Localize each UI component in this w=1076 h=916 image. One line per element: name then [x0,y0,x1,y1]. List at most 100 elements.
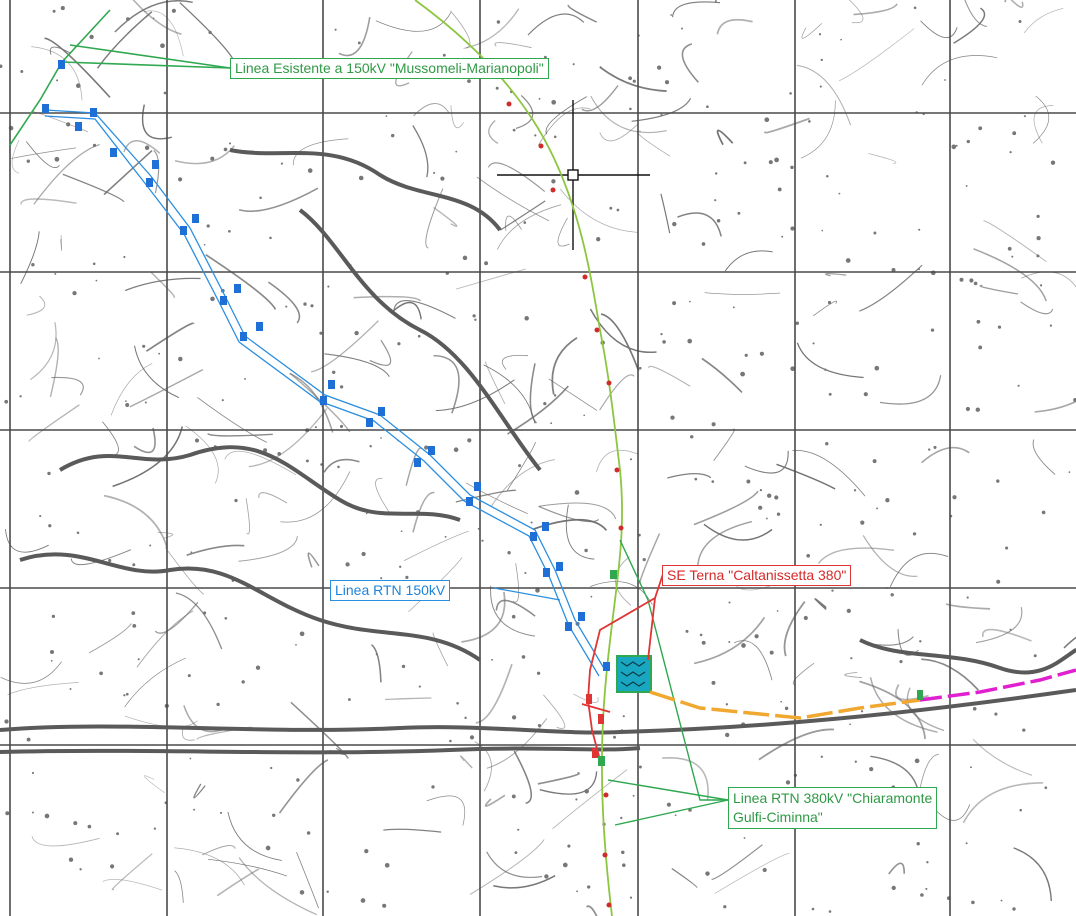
contour-line [979,284,1019,295]
contour-line [964,0,988,27]
vegetation-dot [307,168,313,173]
vegetation-dot [854,760,857,763]
crosshair-cursor-icon [497,100,650,250]
vegetation-dot [694,477,698,481]
vegetation-dot [965,184,968,187]
vegetation-dot [825,442,829,446]
contour-line [557,217,570,247]
vegetation-dot [380,577,383,580]
vegetation-dot [706,105,709,109]
vegetation-dot [453,447,459,453]
vegetation-dot [223,147,228,152]
vegetation-dot [715,172,718,175]
contour-line [490,585,535,637]
vegetation-dot [52,9,56,13]
vegetation-dot [326,890,329,893]
contour-line [307,552,320,568]
vegetation-dot [662,340,666,344]
contour-line [466,482,528,515]
contour-line [290,701,349,759]
contour-line [412,491,435,533]
contour-line [567,4,598,23]
contour-line [408,557,463,613]
vegetation-dot [400,530,403,533]
vegetation-dot [417,334,421,338]
vegetation-dot [194,438,200,443]
vegetation-dot [401,664,406,669]
contour-line [385,697,432,701]
contour-line [174,870,184,903]
contour-line [848,0,864,24]
vegetation-dot [587,885,591,889]
contour-line [945,603,991,610]
contour-line [292,138,349,166]
vegetation-dot [228,142,232,145]
vegetation-dot [331,370,336,375]
vegetation-dot [496,20,501,24]
vegetation-dot [206,224,210,228]
vegetation-dot [785,780,791,785]
vegetation-dot [177,177,183,182]
vegetation-dot [978,126,983,131]
contour-line [515,94,534,129]
contour-line [278,759,329,814]
vegetation-dot [966,596,969,599]
vegetation-dot [666,802,671,807]
vegetation-dot [672,301,677,306]
380kv-green-marker-north [610,570,617,579]
vegetation-dot [144,401,147,404]
vegetation-dot [758,505,763,510]
vegetation-dot [846,608,851,614]
vegetation-dot [746,479,751,484]
vegetation-dot [776,512,781,516]
vegetation-dot [364,848,369,854]
contour-line [693,616,766,665]
vegetation-dot [628,76,632,81]
contour-line [672,1,721,18]
vegetation-dot [672,221,677,227]
contour-line [267,281,301,324]
vegetation-dot [784,706,789,711]
vegetation-dot [1005,546,1009,550]
contour-line [238,187,319,213]
contour-line [599,123,639,142]
contour-line [560,188,638,233]
vegetation-dot [418,685,421,688]
vegetation-dot [327,285,330,288]
contour-line [469,839,545,895]
vegetation-dot [152,17,155,20]
vegetation-dot [971,900,975,905]
vegetation-dot [811,907,815,911]
vegetation-dot [299,890,305,895]
vegetation-dot [244,377,246,380]
contour-line [599,374,635,411]
contour-line [133,427,156,454]
contour-line [11,139,20,174]
vegetation-dot [524,571,527,575]
vegetation-dot [899,660,903,664]
substation-caltanissetta [616,655,652,693]
vegetation-dot [926,861,929,864]
vegetation-dot [621,850,625,855]
vegetation-dot [66,122,71,127]
vegetation-dot [664,80,670,85]
contour-line [369,339,392,366]
vegetation-dot [777,187,782,192]
vegetation-dot [296,778,300,782]
vegetation-dot [790,226,795,231]
vegetation-dot [613,735,616,739]
vegetation-dot [216,702,220,707]
contour-line [143,775,165,794]
vegetation-dot [125,403,130,407]
contour-line [501,355,529,370]
vegetation-dot [701,640,706,645]
contour-line [1032,95,1050,144]
contour-line [103,494,169,549]
vegetation-dot [916,842,920,846]
contour-line [185,425,219,484]
vegetation-dot [699,633,703,637]
vegetation-dot [689,300,691,303]
contour-line [595,449,639,473]
vegetation-dot [5,811,10,816]
vegetation-dot [818,33,822,36]
